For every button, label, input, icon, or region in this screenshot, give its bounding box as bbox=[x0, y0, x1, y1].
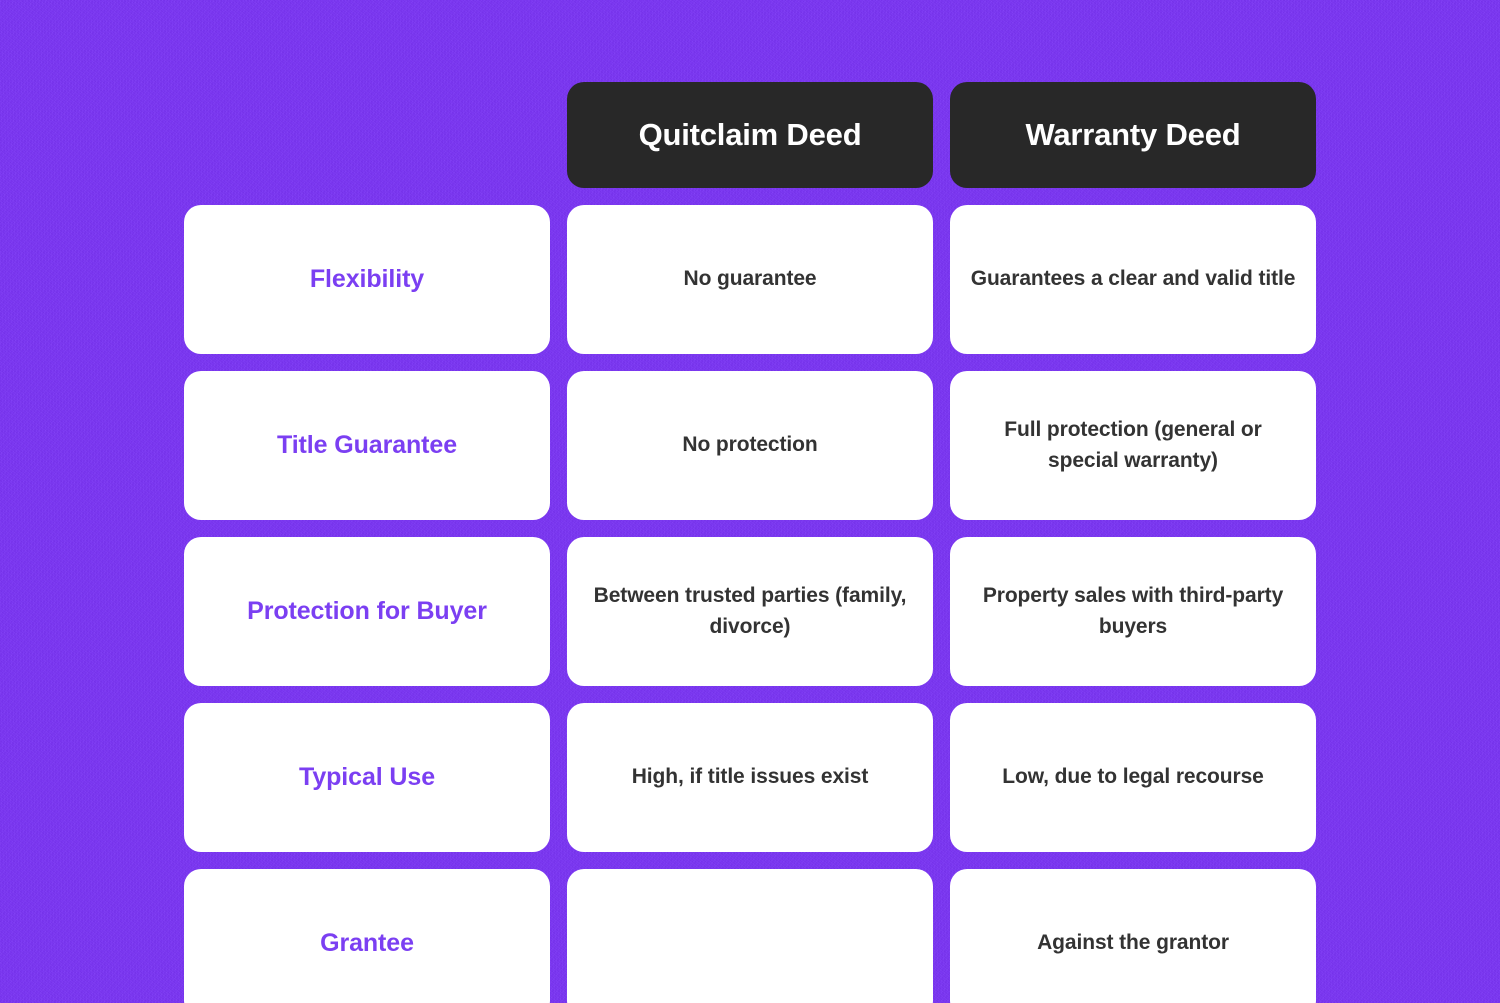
row-label-cell: Protection for Buyer bbox=[184, 537, 550, 686]
row-label-text: Typical Use bbox=[299, 763, 435, 792]
cell-value-text: No protection bbox=[682, 433, 818, 457]
cell-value-text: High, if title issues exist bbox=[631, 765, 869, 789]
row-label-text: Flexibility bbox=[309, 265, 425, 294]
comparison-table: Quitclaim Deed Warranty Deed Flexibility… bbox=[184, 82, 1316, 1003]
table-corner-cell bbox=[184, 82, 550, 188]
table-cell-warranty: Guarantees a clear and valid title bbox=[950, 205, 1316, 354]
table-cell-quitclaim bbox=[567, 869, 933, 1003]
table-cell-warranty: Full protection (general or special warr… bbox=[950, 371, 1316, 520]
row-label-text: Protection for Buyer bbox=[247, 597, 487, 626]
table-cell-quitclaim: High, if title issues exist bbox=[567, 703, 933, 852]
row-label-text: Title Guarantee bbox=[276, 431, 458, 460]
column-header-label: Quitclaim Deed bbox=[638, 117, 862, 152]
table-cell-warranty: Low, due to legal recourse bbox=[950, 703, 1316, 852]
row-label-text: Grantee bbox=[320, 929, 414, 958]
table-cell-warranty: Property sales with third-party buyers bbox=[950, 537, 1316, 686]
column-header-quitclaim-deed: Quitclaim Deed bbox=[567, 82, 933, 188]
table-cell-quitclaim: Between trusted parties (family, divorce… bbox=[567, 537, 933, 686]
cell-value-text: No guarantee bbox=[683, 267, 817, 291]
row-label-cell: Flexibility bbox=[184, 205, 550, 354]
table-cell-quitclaim: No guarantee bbox=[567, 205, 933, 354]
row-label-cell: Typical Use bbox=[184, 703, 550, 852]
column-header-warranty-deed: Warranty Deed bbox=[950, 82, 1316, 188]
row-label-cell: Title Guarantee bbox=[184, 371, 550, 520]
table-cell-quitclaim: No protection bbox=[567, 371, 933, 520]
cell-value-text: Property sales with third-party buyers bbox=[982, 584, 1284, 638]
row-label-cell: Grantee bbox=[184, 869, 550, 1003]
cell-value-text: Full protection (general or special warr… bbox=[1004, 418, 1262, 472]
cell-value-text: Guarantees a clear and valid title bbox=[970, 267, 1296, 291]
column-header-label: Warranty Deed bbox=[1025, 117, 1241, 152]
cell-value-text: Between trusted parties (family, divorce… bbox=[593, 584, 907, 638]
cell-value-text: Low, due to legal recourse bbox=[1002, 765, 1264, 789]
table-cell-warranty: Against the grantor bbox=[950, 869, 1316, 1003]
cell-value-text: Against the grantor bbox=[1037, 931, 1229, 955]
